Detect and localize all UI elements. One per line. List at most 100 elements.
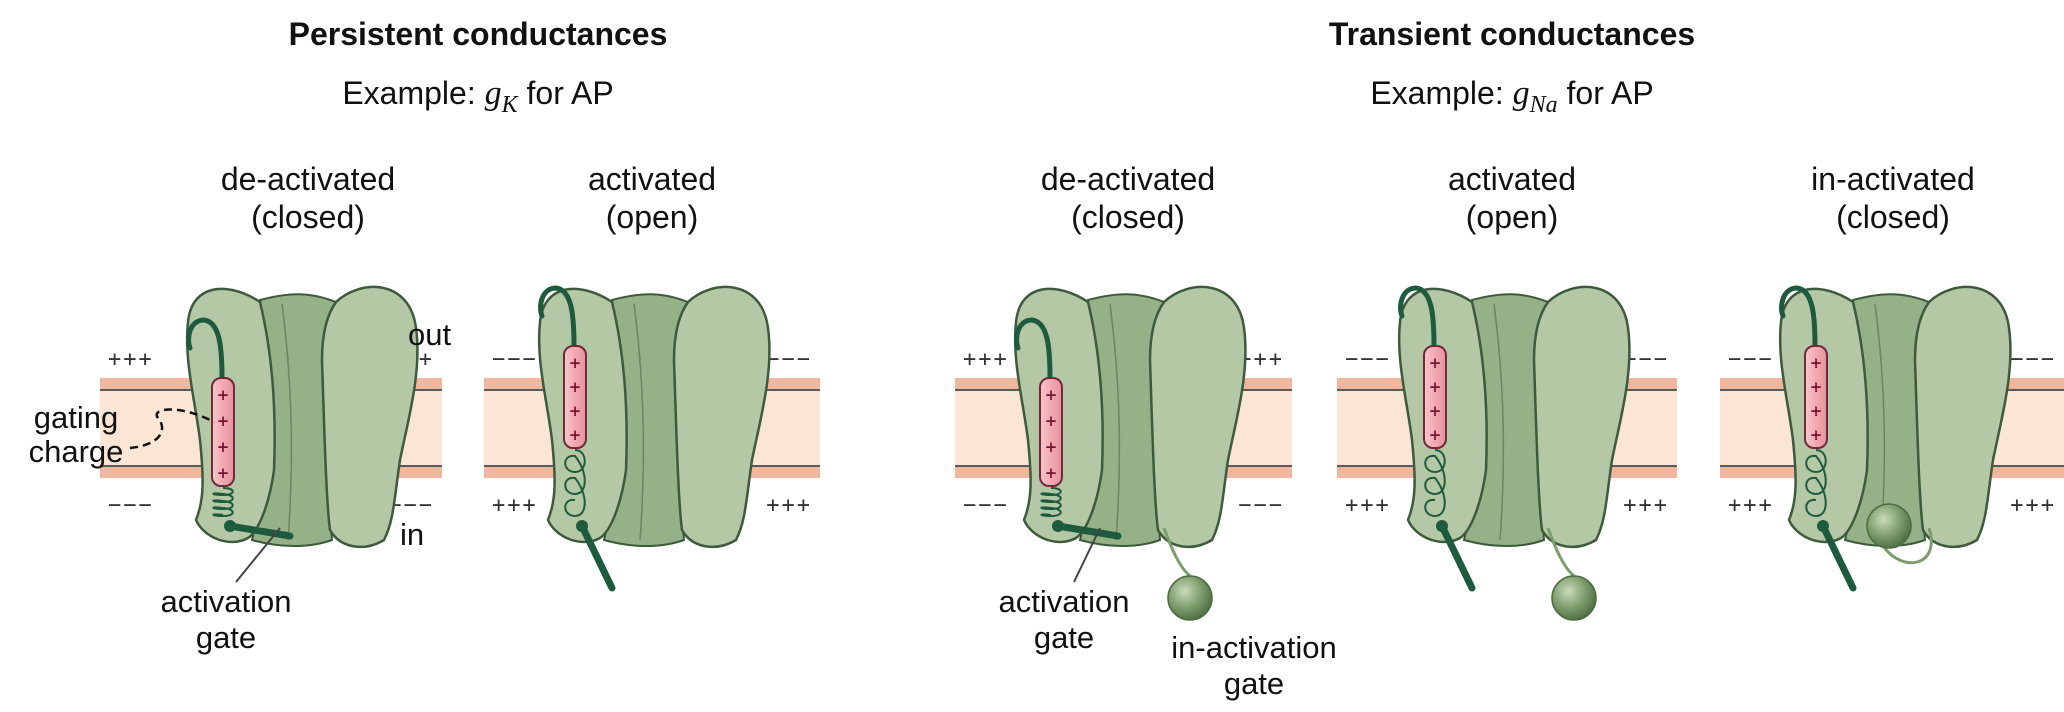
membrane-charge-inside: +++ [492, 493, 538, 518]
state-label-transient-deactivated-sub: (closed) [1071, 199, 1185, 235]
sensor-charge: + [217, 464, 230, 482]
voltage-gated-ion-channel-icon [1778, 285, 2012, 548]
inactivation-ball-icon [1167, 575, 1213, 621]
state-label-persistent-activated: activated [588, 161, 716, 197]
sensor-linker [1040, 487, 1062, 518]
panel-transient-deactivated: ++++++−−−−−−++++ [955, 285, 1292, 621]
activation-gate-pointer-transient [1073, 527, 1101, 583]
sensor-charge: + [1045, 464, 1058, 482]
inactivation-gate-label: in-activation [1171, 630, 1336, 665]
activation-gate [1819, 522, 1857, 592]
inactivation-ball-icon [1551, 575, 1597, 621]
membrane-charge-inside: −−− [1238, 493, 1284, 518]
sensor-charge: + [1429, 378, 1442, 396]
sensor-charge: + [1045, 386, 1058, 404]
channel-seam [633, 303, 645, 541]
membrane-charge-inside: −−− [963, 493, 1009, 518]
channel-right-subunit [1913, 285, 2012, 548]
activation-gate-label-persistent-2: gate [196, 620, 256, 655]
activation-gate-label-persistent: activation [161, 584, 292, 619]
sensor-charge: + [217, 438, 230, 456]
inactivation-chain [1881, 527, 1933, 565]
membrane-charge-outside: −−− [1728, 347, 1774, 372]
membrane-charge-inside: +++ [766, 493, 812, 518]
sensor-charge: + [1429, 402, 1442, 420]
channel-seam [1109, 303, 1121, 541]
voltage-sensor [563, 345, 587, 449]
gating-charge-label-2: charge [29, 434, 124, 469]
inactivation-chain [1162, 527, 1192, 578]
in-label: in [400, 517, 424, 552]
channel-right-subunit [1148, 285, 1247, 548]
membrane-charge-inside: +++ [2010, 493, 2056, 518]
sensor-charge: + [1810, 426, 1823, 444]
activation-gate-label-transient: activation [999, 584, 1130, 619]
panel-transient-inactivated: −−−−−−++++++++++ [1720, 285, 2064, 592]
sensor-charge: + [1429, 426, 1442, 444]
gating-charge-pointer [129, 408, 215, 450]
sensor-charge: + [569, 426, 582, 444]
membrane-charge-inside: +++ [1728, 493, 1774, 518]
inactivation-chain [1546, 527, 1576, 578]
state-label-transient-activated: activated [1448, 161, 1576, 197]
persistent-example: Example: gK for AP [342, 75, 613, 118]
activation-gate [226, 522, 294, 540]
sensor-charge: + [217, 386, 230, 404]
sensor-linker [1805, 449, 1827, 518]
voltage-sensor [1804, 345, 1828, 449]
membrane-charge-inside: +++ [1345, 493, 1391, 518]
sensor-charge: + [1045, 412, 1058, 430]
gating-charge-label: gating [34, 400, 118, 435]
sensor-hook [538, 285, 577, 349]
sensor-charge: + [1810, 378, 1823, 396]
sensor-hook [1014, 317, 1053, 381]
activation-gate [1438, 522, 1476, 592]
sensor-charge: + [569, 402, 582, 420]
state-label-transient-activated-sub: (open) [1466, 199, 1559, 235]
activation-gate [578, 522, 616, 592]
voltage-gated-ion-channel-icon [185, 285, 419, 548]
voltage-sensor [211, 377, 235, 487]
inactivation-gate-label-2: gate [1224, 666, 1284, 701]
sensor-hook [1779, 285, 1818, 349]
membrane-charge-outside: −−− [2010, 347, 2056, 372]
membrane-charge-outside: +++ [108, 347, 154, 372]
membrane-charge-outside: −−− [1345, 347, 1391, 372]
sensor-linker [212, 487, 234, 518]
state-label-transient-deactivated: de-activated [1041, 161, 1215, 197]
state-label-persistent-deactivated-sub: (closed) [251, 199, 365, 235]
sensor-charge: + [1810, 354, 1823, 372]
persistent-title: Persistent conductances [289, 16, 668, 52]
channel-seam [281, 303, 293, 541]
transient-example: Example: gNa for AP [1370, 75, 1653, 118]
sensor-hook [186, 317, 225, 381]
sensor-linker [1424, 449, 1446, 518]
state-label-persistent-activated-sub: (open) [606, 199, 699, 235]
membrane-charge-inside: −−− [108, 493, 154, 518]
sensor-charge: + [569, 378, 582, 396]
channel-seam [1493, 303, 1505, 541]
channel-right-subunit [320, 285, 419, 548]
state-label-transient-inactivated: in-activated [1811, 161, 1975, 197]
membrane-charge-outside: +++ [963, 347, 1009, 372]
activation-gate [1054, 522, 1122, 540]
panel-transient-activated: −−−−−−++++++++++ [1337, 285, 1677, 621]
activation-gate-label-transient-2: gate [1034, 620, 1094, 655]
sensor-charge: + [569, 354, 582, 372]
sensor-hook [1398, 285, 1437, 349]
sensor-charge: + [217, 412, 230, 430]
state-label-persistent-deactivated: de-activated [221, 161, 395, 197]
state-label-transient-inactivated-sub: (closed) [1836, 199, 1950, 235]
inactivation-ball-icon [1866, 503, 1912, 549]
panel-persistent-deactivated: ++++++−−−−−−++++ [100, 285, 442, 548]
sensor-charge: + [1045, 438, 1058, 456]
sensor-charge: + [1810, 402, 1823, 420]
membrane-charge-outside: −−− [492, 347, 538, 372]
activation-gate-pointer-persistent [235, 527, 281, 583]
sensor-linker [564, 449, 586, 518]
panel-persistent-activated: −−−−−−++++++++++ [484, 285, 820, 592]
channel-right-subunit [672, 285, 771, 548]
voltage-sensor [1039, 377, 1063, 487]
transient-title: Transient conductances [1329, 16, 1695, 52]
